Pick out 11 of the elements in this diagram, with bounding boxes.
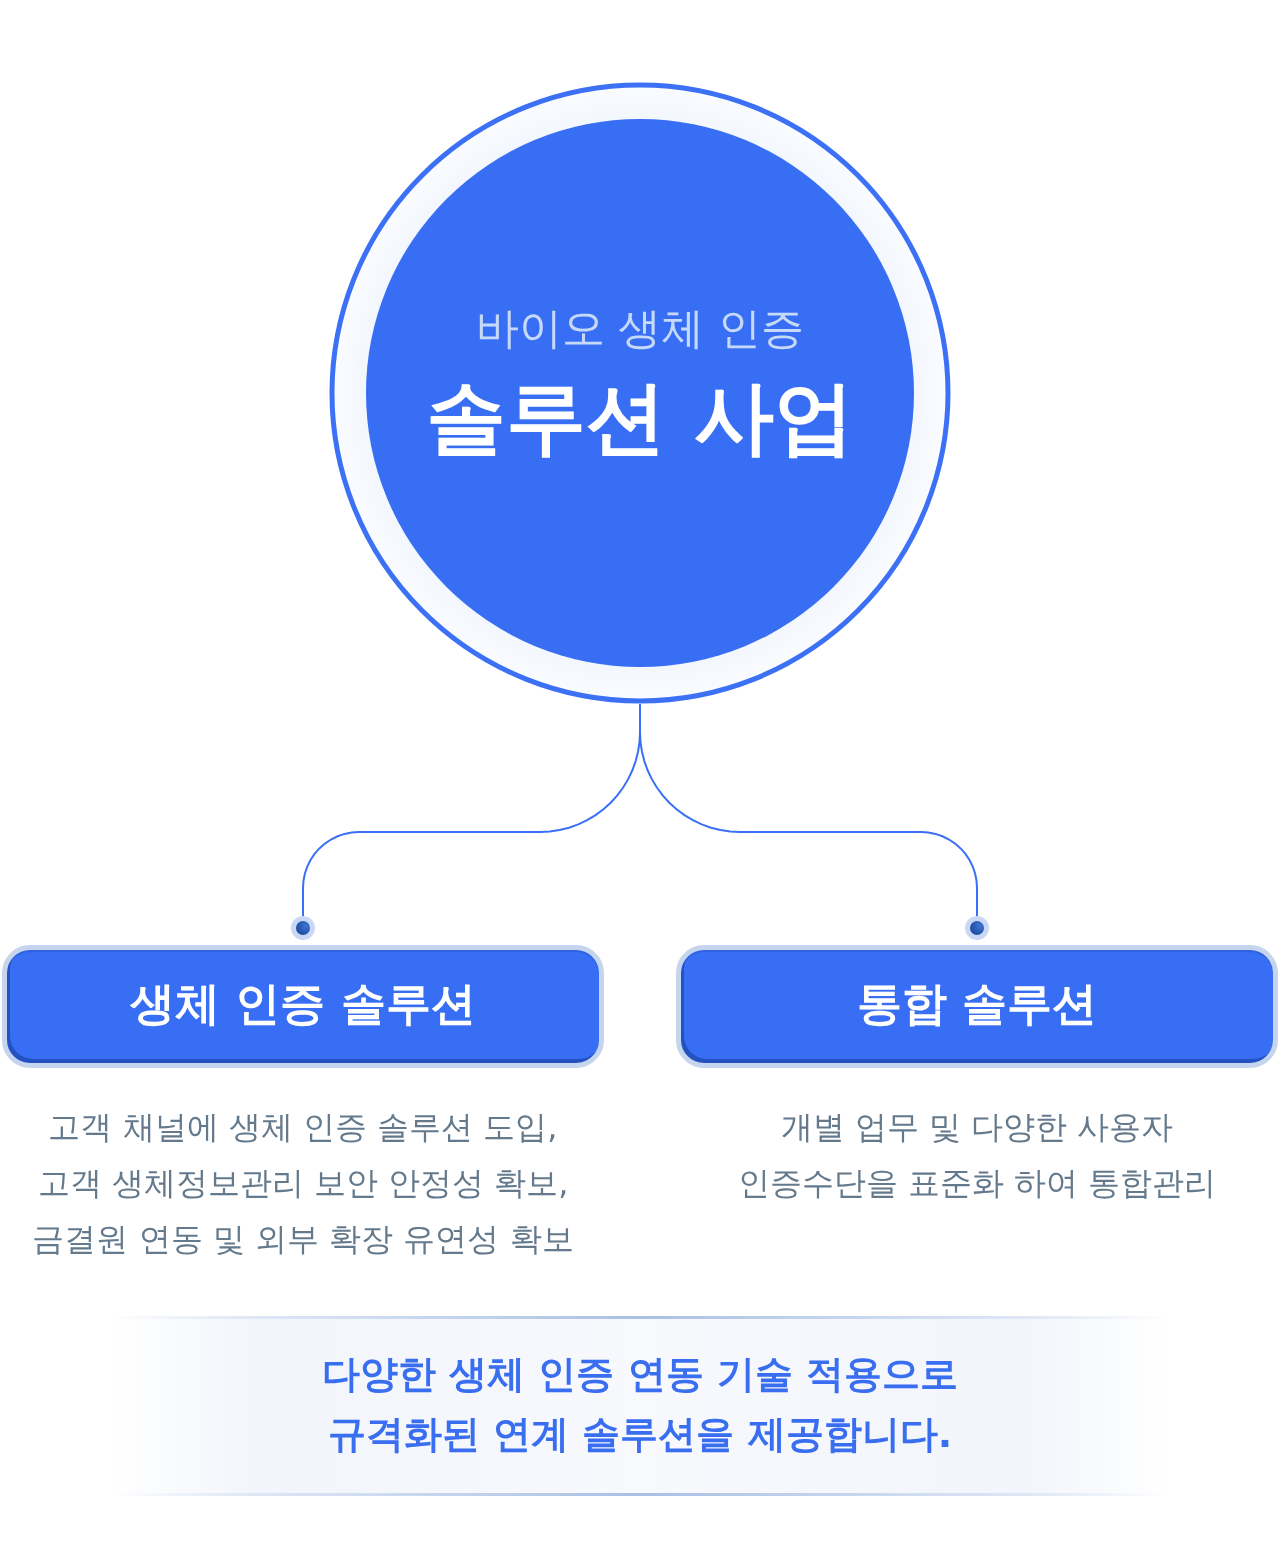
box-title: 생체 인증 솔루션	[129, 975, 477, 1032]
circle-title: 솔루션 사업	[426, 372, 854, 464]
category-box	[676, 945, 1278, 1068]
description-text: 개별 업무 및 다양한 사용자 인증수단을 표준화 하여 통합관리	[736, 1107, 1218, 1204]
central-circle	[329, 82, 951, 704]
connector-line	[639, 703, 989, 941]
box-title: 통합 솔루션	[856, 975, 1098, 1032]
category-box	[2, 945, 604, 1068]
circle-subtitle: 바이오 생체 인증	[475, 302, 805, 354]
summary-text: 다양한 생체 인증 연동 기술 적용으로 규격화된 연계 솔루션을 제공합니다.	[320, 1351, 960, 1458]
description-text: 고객 채널에 생체 인증 솔루션 도입, 고객 생체정보관리 보안 안정성 확보, 금결원 연동 및 외부 확장 유연성 확보	[31, 1107, 575, 1260]
